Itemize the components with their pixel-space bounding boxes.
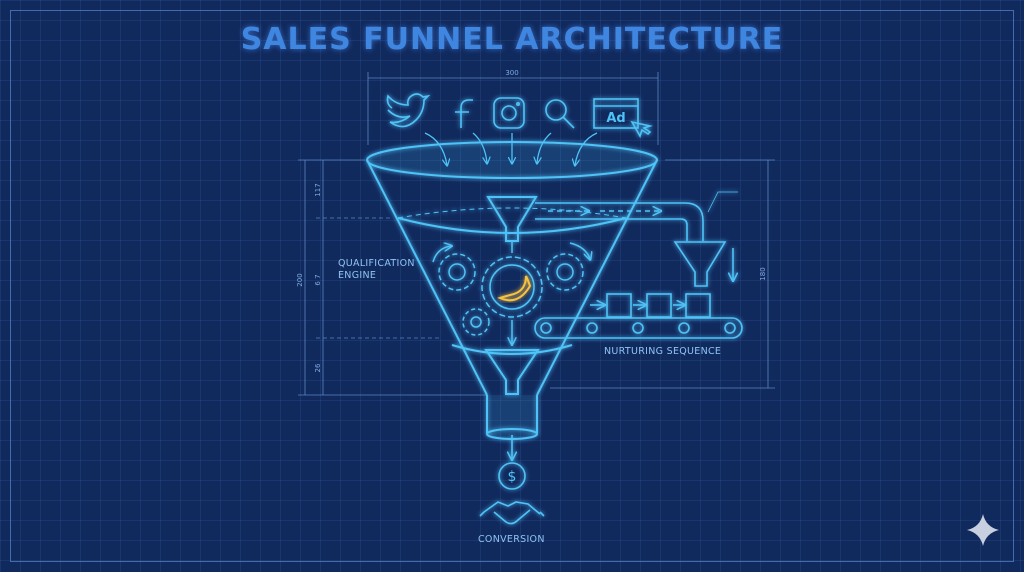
dimension-right-total: 180 — [759, 267, 767, 280]
gear-icon — [462, 308, 490, 336]
lead-pipe — [535, 191, 738, 287]
gear-icon — [546, 253, 584, 291]
gears — [432, 241, 590, 344]
document-icon — [646, 293, 672, 318]
dimension-top: 300 — [505, 69, 518, 77]
conversion-section — [479, 435, 545, 525]
mesh-filter-icon — [673, 241, 727, 287]
sparkle-icon — [967, 514, 999, 546]
dimension-segment: 6 7 — [314, 274, 322, 285]
search-icon — [545, 99, 575, 129]
conversion-label: CONVERSION — [478, 534, 545, 545]
source-icons — [386, 93, 653, 138]
dimension-segment: 117 — [314, 183, 322, 196]
twitter-icon — [386, 93, 431, 128]
document-icon — [685, 293, 711, 318]
facebook-icon — [455, 99, 473, 128]
ad-icon — [593, 98, 653, 138]
dimension-texts: 300 200 117 6 7 26 180 — [296, 69, 767, 372]
page-title: SALES FUNNEL ARCHITECTURE — [240, 22, 784, 57]
gear-icon — [438, 253, 476, 291]
ad-label: Ad — [606, 111, 625, 126]
main-funnel — [366, 141, 658, 440]
qualification-engine-label: QUALIFICATION ENGINE — [338, 258, 415, 281]
document-icon — [606, 293, 632, 318]
banana-icon — [497, 275, 532, 302]
lower-filter-funnel — [484, 349, 540, 395]
blueprint-frame — [10, 10, 1014, 562]
dimension-left-total: 200 — [296, 273, 304, 286]
nurturing-sequence-label: NURTURING SEQUENCE — [604, 346, 722, 357]
conveyor-belt — [534, 293, 743, 339]
inner-filter-funnel — [486, 196, 538, 242]
gear-icon — [481, 256, 543, 318]
dimension-segment: 26 — [314, 363, 322, 372]
dollar-sign: $ — [508, 469, 517, 485]
dimension-lines — [298, 72, 775, 396]
handshake-icon — [479, 501, 545, 525]
dollar-coin-icon — [498, 462, 526, 490]
instagram-icon — [493, 97, 525, 129]
